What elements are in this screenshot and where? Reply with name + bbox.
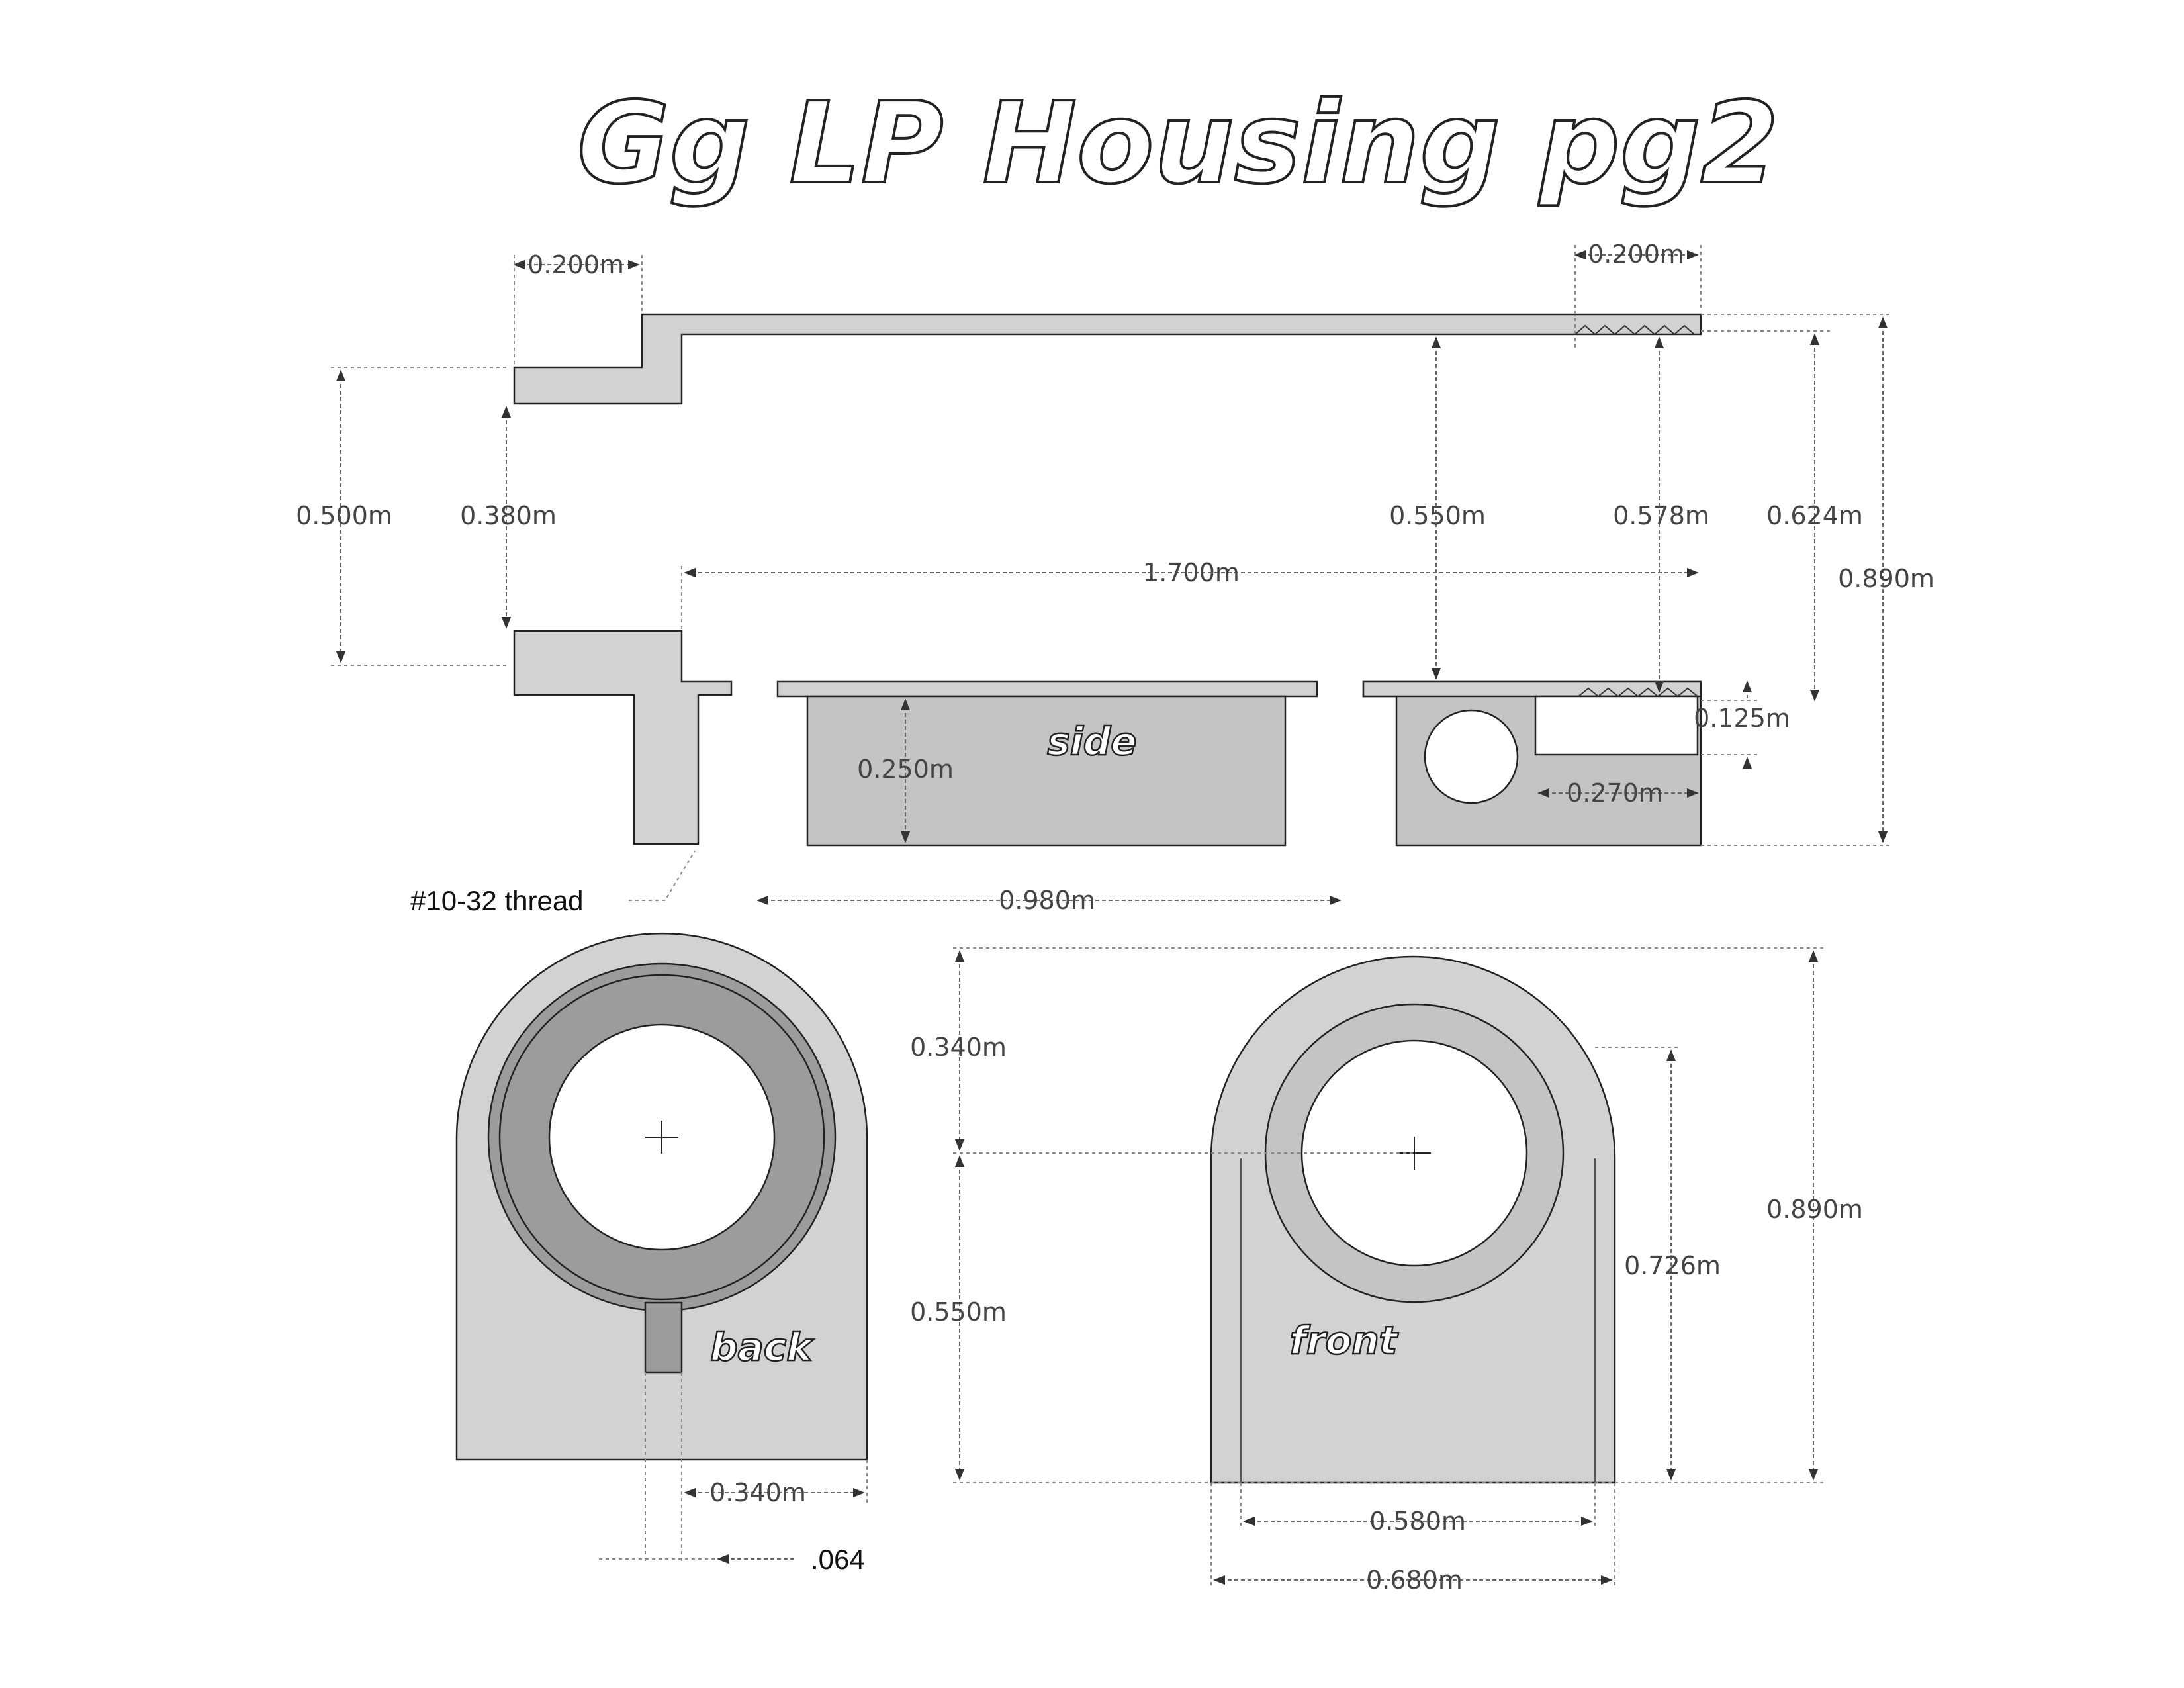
dim-pocket-width: 0.270m bbox=[1567, 778, 1663, 808]
dim-left-height-inner: 0.380m bbox=[460, 501, 557, 530]
dim-back-offset: 0.340m bbox=[709, 1478, 806, 1507]
front-view-label: front bbox=[1290, 1318, 1399, 1363]
dim-overall-length: 1.700m bbox=[1143, 558, 1240, 587]
dim-body-length: 0.980m bbox=[999, 886, 1095, 915]
drawing-title: Gg LP Housing pg2 bbox=[577, 78, 1779, 209]
dim-slot-depth: 0.125m bbox=[1694, 704, 1790, 733]
dim-top-left-width: 0.200m bbox=[527, 250, 624, 279]
back-view-label: back bbox=[710, 1325, 814, 1370]
side-pocket bbox=[1534, 695, 1699, 756]
dim-outer-width: 0.680m bbox=[1366, 1566, 1463, 1595]
dim-lower-height: 0.550m bbox=[910, 1297, 1007, 1327]
dim-body-height: 0.250m bbox=[857, 755, 954, 784]
back-slot bbox=[644, 1301, 683, 1374]
back-view bbox=[455, 932, 868, 1461]
front-view bbox=[1210, 955, 1616, 1484]
dim-right-height-inner: 0.624m bbox=[1766, 501, 1863, 530]
dim-inner-width: 0.580m bbox=[1369, 1507, 1466, 1536]
side-view-left-section bbox=[513, 630, 733, 845]
dim-mid-height: 0.550m bbox=[1389, 501, 1486, 530]
dim-top-right-width: 0.200m bbox=[1588, 240, 1684, 269]
side-bore-hole bbox=[1424, 709, 1519, 804]
dim-left-height-outer: 0.500m bbox=[296, 501, 392, 530]
dimension-labels: 0.200m 0.200m 0.500m 0.380m 0.550m 0.578… bbox=[296, 240, 1934, 1595]
dim-thread-height: 0.578m bbox=[1613, 501, 1709, 530]
thread-note: #10-32 thread bbox=[410, 885, 584, 916]
side-view-middle-section bbox=[776, 680, 1318, 847]
top-part-profile bbox=[513, 313, 1702, 405]
dim-upper-height: 0.340m bbox=[910, 1033, 1007, 1062]
side-view-label: side bbox=[1047, 719, 1136, 764]
dim-bore-height: 0.726m bbox=[1624, 1251, 1721, 1280]
dim-front-height: 0.890m bbox=[1766, 1195, 1863, 1224]
offset-note: .064 bbox=[811, 1544, 865, 1575]
side-view-right-section bbox=[1362, 680, 1702, 847]
dim-overall-height: 0.890m bbox=[1838, 564, 1934, 593]
